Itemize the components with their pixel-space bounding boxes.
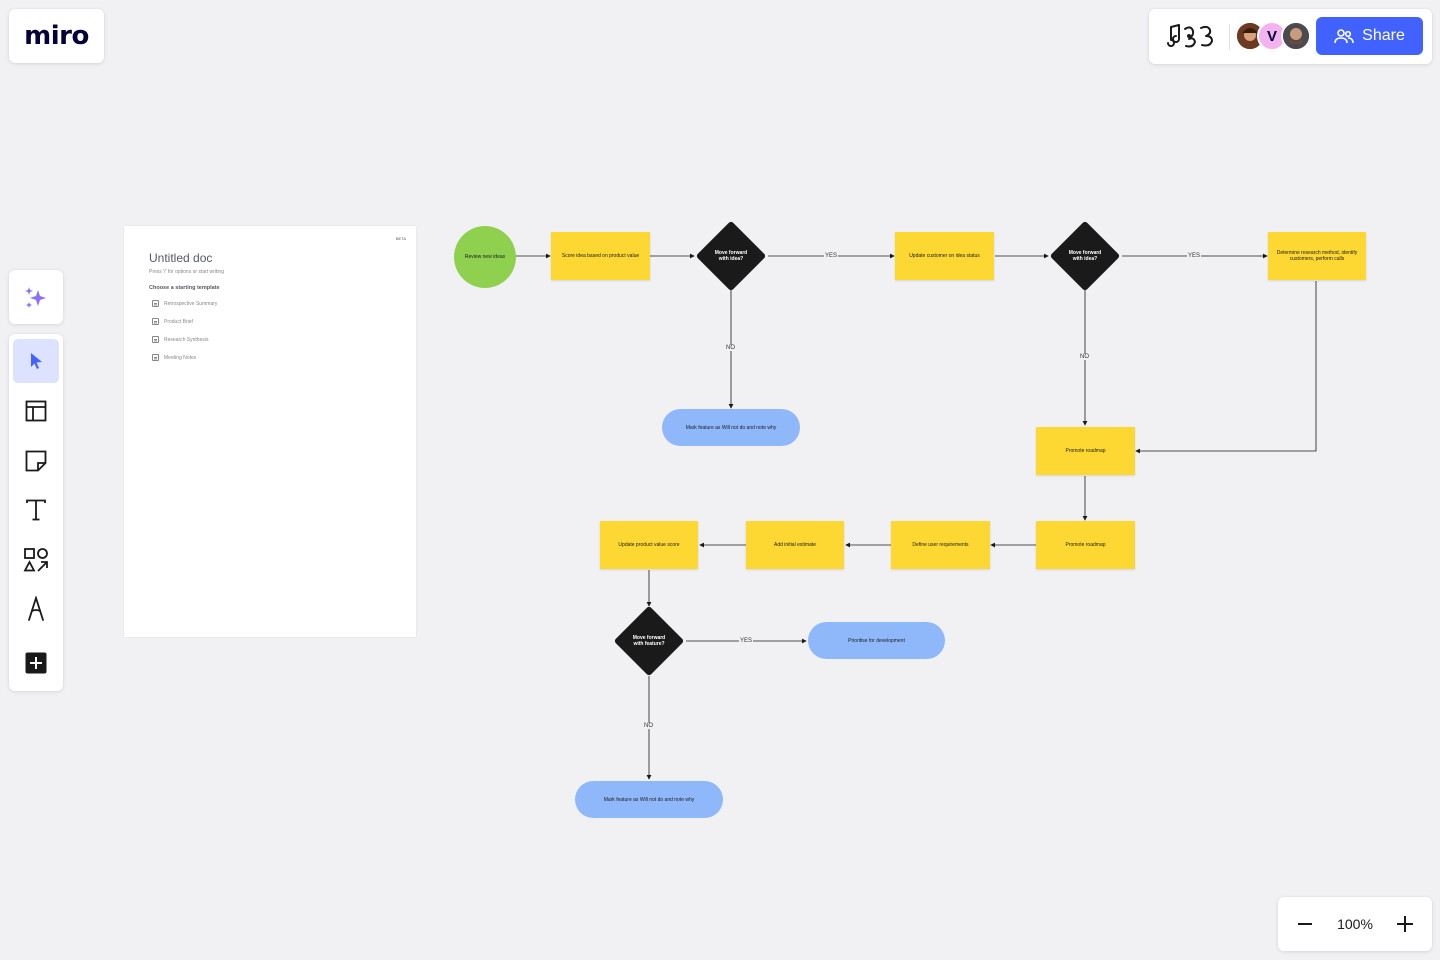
connector bbox=[1135, 281, 1317, 454]
tool-more[interactable] bbox=[13, 641, 59, 685]
sticky-note-icon bbox=[25, 450, 47, 472]
sticky-note[interactable]: Promote roadmap bbox=[1036, 427, 1135, 475]
pen-icon bbox=[28, 596, 44, 621]
share-label: Share bbox=[1362, 27, 1405, 44]
sticky-note[interactable]: Promote roadmap bbox=[1036, 521, 1135, 569]
edge-label-no: NO bbox=[725, 345, 736, 351]
decision-label: Move forward with idea? bbox=[714, 250, 748, 262]
tool-sticky-note[interactable] bbox=[13, 439, 59, 483]
tool-shapes[interactable] bbox=[13, 538, 59, 582]
start-node[interactable]: Review new ideas bbox=[454, 226, 516, 288]
logo-panel[interactable]: miro bbox=[9, 9, 104, 63]
template-label: Retrospective Summary bbox=[164, 300, 218, 307]
beta-badge: BETA bbox=[395, 236, 406, 241]
document-icon bbox=[152, 318, 159, 325]
shapes-icon bbox=[23, 548, 48, 572]
decision-node[interactable]: Move forward with idea? bbox=[1049, 220, 1121, 292]
doc-widget[interactable]: BETA Untitled doc Press '/' for options … bbox=[124, 226, 416, 637]
decision-node[interactable]: Move forward with idea? bbox=[695, 220, 767, 292]
users-icon bbox=[1334, 29, 1354, 44]
tool-templates[interactable] bbox=[13, 389, 59, 433]
document-icon bbox=[152, 336, 159, 343]
edge-label-no: NO bbox=[1079, 354, 1090, 360]
layout-icon bbox=[25, 400, 47, 422]
zoom-level[interactable]: 100% bbox=[1337, 916, 1373, 932]
decision-label: Move forward with idea? bbox=[1068, 250, 1102, 262]
sticky-note[interactable]: Update product value score bbox=[600, 521, 698, 569]
edge-label-no: NO bbox=[643, 723, 654, 729]
document-icon bbox=[152, 300, 159, 307]
zoom-out-button[interactable] bbox=[1292, 911, 1318, 937]
template-label: Research Synthesis bbox=[164, 336, 209, 343]
plus-square-icon bbox=[25, 652, 47, 674]
end-node[interactable]: Prioritise for development bbox=[808, 622, 945, 659]
tool-pen[interactable] bbox=[13, 587, 59, 631]
avatar-initial: V bbox=[1266, 27, 1277, 45]
sparkle-icon bbox=[25, 287, 46, 308]
template-item[interactable]: Retrospective Summary bbox=[152, 300, 217, 307]
end-node[interactable]: Mark feature as Will not do and note why bbox=[575, 781, 723, 818]
text-icon bbox=[26, 499, 46, 521]
divider bbox=[1229, 24, 1230, 50]
ai-assist-button[interactable] bbox=[9, 270, 63, 324]
end-node[interactable]: Mark feature as Will not do and note why bbox=[662, 409, 800, 446]
sticky-note[interactable]: Define user requirements bbox=[891, 521, 990, 569]
sticky-note[interactable]: Update customer on idea status bbox=[895, 232, 994, 280]
plus-icon bbox=[1397, 916, 1413, 932]
edge-label-yes: YES bbox=[1187, 253, 1202, 259]
cursor-icon bbox=[31, 353, 42, 369]
user-photo-icon bbox=[1283, 23, 1309, 49]
template-item[interactable]: Research Synthesis bbox=[152, 336, 208, 343]
template-item[interactable]: Meeting Notes bbox=[152, 354, 196, 361]
doc-hint: Press '/' for options or start writing bbox=[149, 269, 224, 275]
zoom-in-button[interactable] bbox=[1392, 911, 1418, 937]
edge-label-yes: YES bbox=[739, 638, 754, 644]
miro-logo: miro bbox=[24, 21, 89, 51]
share-button[interactable]: Share bbox=[1316, 17, 1423, 55]
template-item[interactable]: Product Brief bbox=[152, 318, 193, 325]
tool-select[interactable] bbox=[13, 339, 59, 383]
sticky-note[interactable]: Add initial estimate bbox=[746, 521, 844, 569]
document-icon bbox=[152, 354, 159, 361]
sticky-note[interactable]: Determine research method, identify cust… bbox=[1268, 232, 1366, 280]
user-photo-icon bbox=[1237, 23, 1263, 49]
template-label: Product Brief bbox=[164, 318, 193, 325]
decision-node[interactable]: Move forward with feature? bbox=[613, 605, 685, 677]
zoom-controls: 100% bbox=[1278, 897, 1432, 951]
creation-toolbar bbox=[9, 334, 63, 691]
template-heading: Choose a starting template bbox=[149, 285, 220, 291]
decision-label: Move forward with feature? bbox=[632, 635, 666, 647]
doc-title[interactable]: Untitled doc bbox=[149, 251, 213, 265]
collaboration-bar: V Share bbox=[1149, 9, 1432, 64]
minus-icon bbox=[1298, 923, 1312, 925]
avatar[interactable] bbox=[1281, 21, 1311, 51]
tool-text[interactable] bbox=[13, 488, 59, 532]
template-label: Meeting Notes bbox=[164, 354, 197, 361]
board-reactions-icon[interactable] bbox=[1163, 21, 1217, 51]
sticky-note[interactable]: Score idea based on product value bbox=[551, 232, 650, 280]
edge-label-yes: YES bbox=[824, 253, 839, 259]
